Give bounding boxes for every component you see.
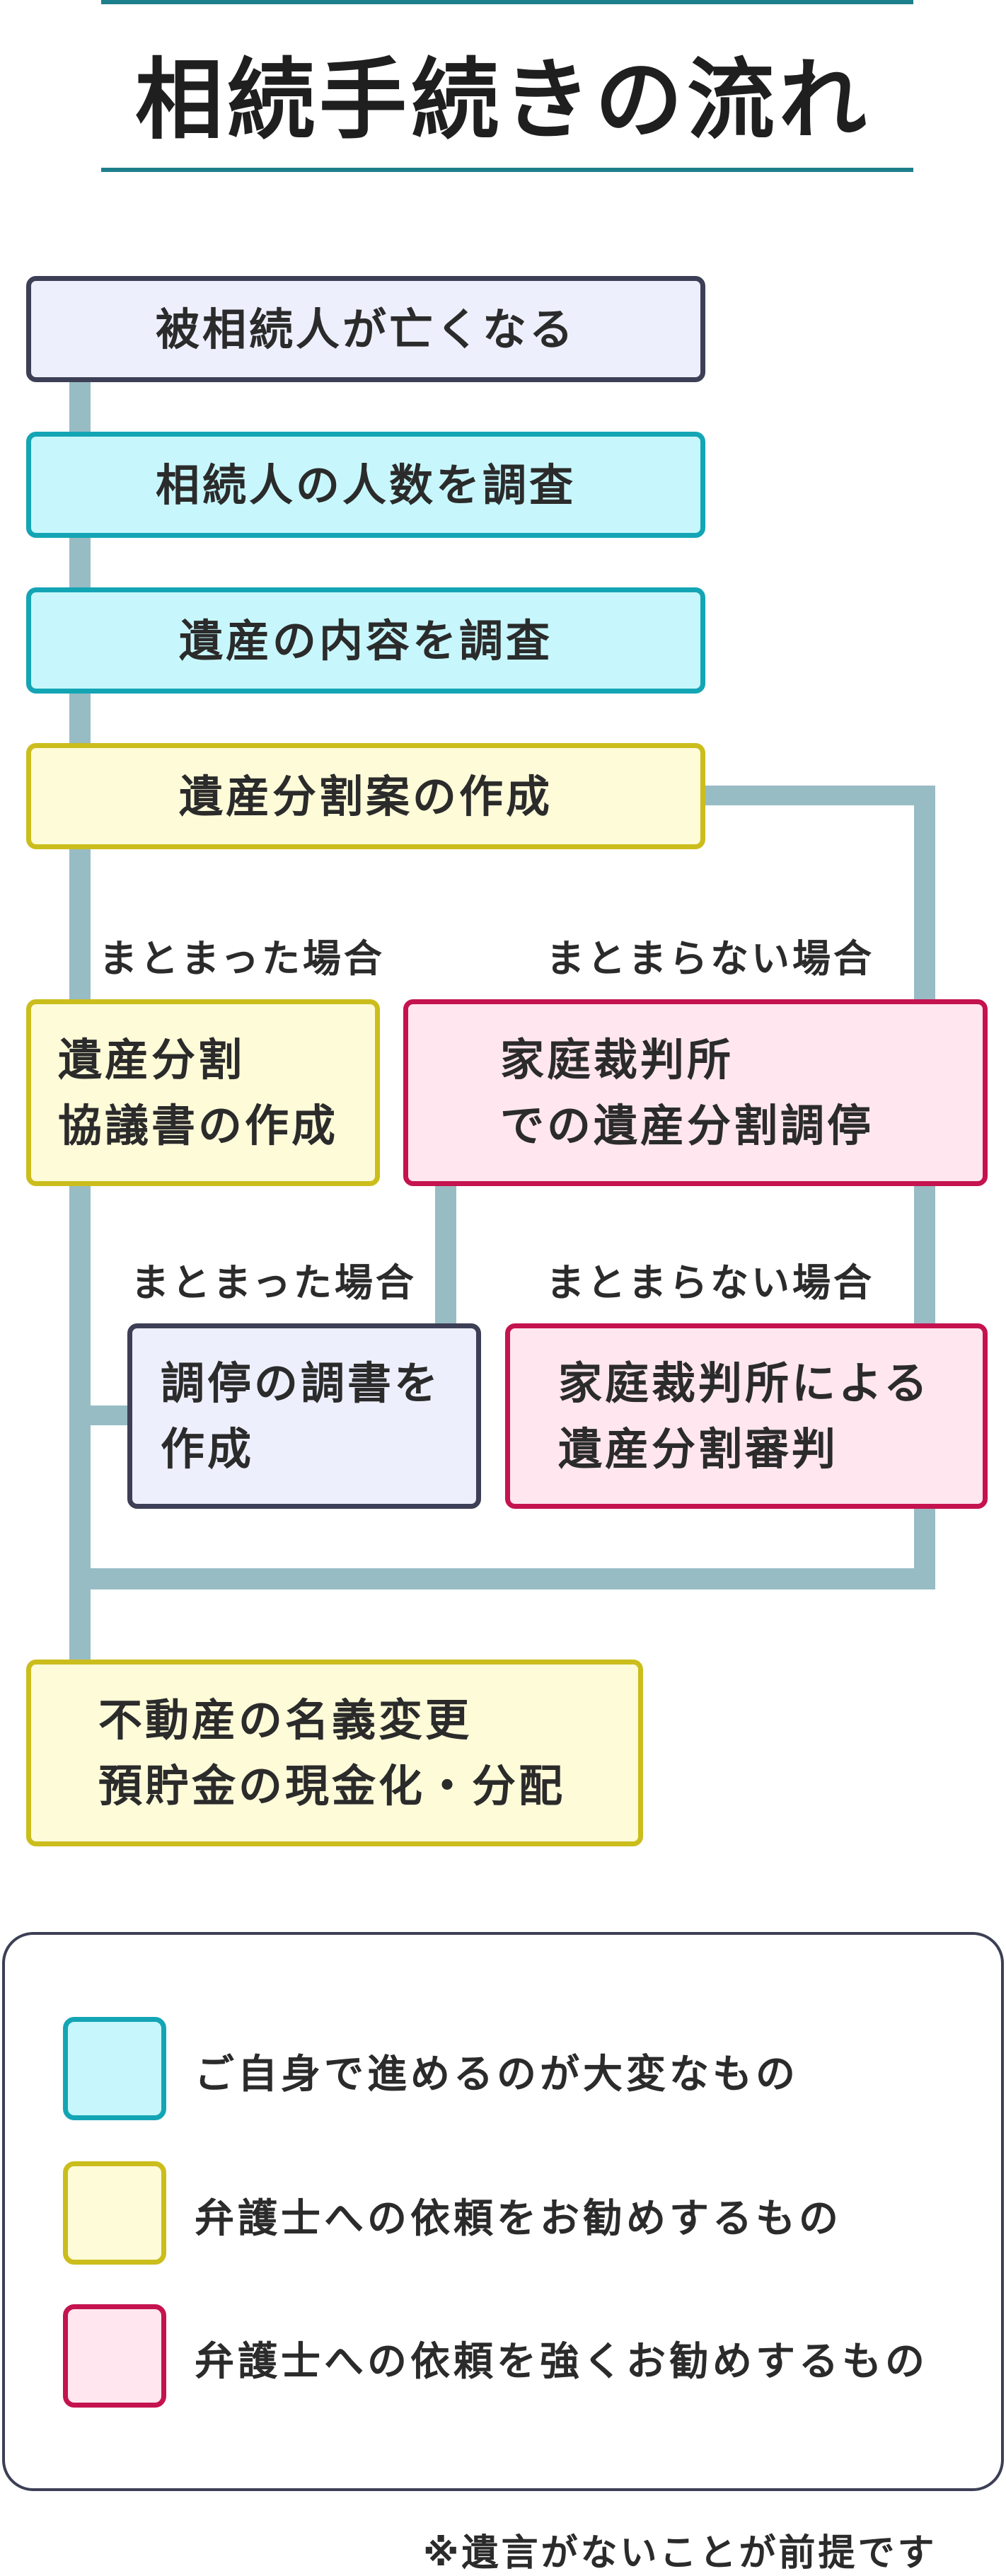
step-final-line-1: 不動産の名義変更 bbox=[98, 1694, 473, 1746]
step-estate-survey: 遺産の内容を調査 bbox=[26, 587, 705, 694]
step-agreement-document: 遺産分割 協議書の作成 bbox=[26, 999, 380, 1186]
step-final-transfer: 不動産の名義変更 預貯金の現金化・分配 bbox=[26, 1660, 643, 1846]
legend-text-pink: 弁護士への依頼を強くお勧めするもの bbox=[195, 2339, 928, 2385]
step-adjudication-line-2: 遺産分割審判 bbox=[558, 1423, 839, 1475]
branch-label-not-agreed-1: まとまらない場合 bbox=[546, 936, 874, 981]
step-record-line-1: 調停の調書を bbox=[161, 1357, 441, 1409]
legend-panel: ご自身で進めるのが大変なもの 弁護士への依頼をお勧めするもの 弁護士への依頼を強… bbox=[2, 1932, 1004, 2491]
step-agreement-line-1: 遺産分割 bbox=[58, 1034, 245, 1086]
legend-text-teal: ご自身で進めるのが大変なもの bbox=[195, 2052, 799, 2098]
legend-swatch-teal bbox=[63, 2017, 166, 2120]
step-mediation-line-1: 家庭裁判所 bbox=[500, 1034, 734, 1086]
step-heirs-survey: 相続人の人数を調査 bbox=[26, 432, 705, 538]
step-mediation-line-2: での遺産分割調停 bbox=[500, 1100, 874, 1151]
step-final-line-2: 預貯金の現金化・分配 bbox=[98, 1760, 566, 1812]
step-agreement-line-2: 協議書の作成 bbox=[58, 1100, 339, 1151]
page-title: 相続手続きの流れ bbox=[134, 50, 871, 151]
record-to-main-line bbox=[69, 1405, 133, 1425]
step-division-draft: 遺産分割案の作成 bbox=[26, 743, 705, 849]
legend-swatch-pink bbox=[63, 2304, 166, 2408]
right-loop-top bbox=[700, 786, 935, 805]
title-rule-bottom bbox=[101, 168, 913, 172]
legend-text-yellow: 弁護士への依頼をお勧めするもの bbox=[195, 2196, 842, 2242]
step-estate-survey-text: 遺産の内容を調査 bbox=[178, 614, 553, 667]
step-division-draft-text: 遺産分割案の作成 bbox=[178, 770, 553, 822]
step-court-adjudication: 家庭裁判所による 遺産分割審判 bbox=[505, 1323, 988, 1509]
legend-swatch-yellow bbox=[63, 2161, 166, 2265]
step-death-text: 被相続人が亡くなる bbox=[155, 303, 576, 355]
step-adjudication-line-1: 家庭裁判所による bbox=[558, 1357, 931, 1409]
branch-label-agreed-2: まとまった場合 bbox=[131, 1260, 417, 1305]
step-death: 被相続人が亡くなる bbox=[26, 276, 705, 382]
branch-label-not-agreed-2: まとまらない場合 bbox=[546, 1260, 874, 1305]
step-court-mediation: 家庭裁判所 での遺産分割調停 bbox=[403, 999, 988, 1186]
step-record-line-2: 作成 bbox=[161, 1423, 255, 1475]
step-mediation-record: 調停の調書を 作成 bbox=[127, 1323, 481, 1509]
loop-bottom bbox=[69, 1568, 935, 1589]
branch-label-agreed-1: まとまった場合 bbox=[99, 936, 385, 981]
mediation-to-record-line bbox=[435, 1178, 456, 1327]
step-heirs-survey-text: 相続人の人数を調査 bbox=[155, 459, 576, 511]
footnote: ※遺言がないことが前提です bbox=[423, 2532, 937, 2575]
title-rule-top bbox=[101, 0, 913, 4]
